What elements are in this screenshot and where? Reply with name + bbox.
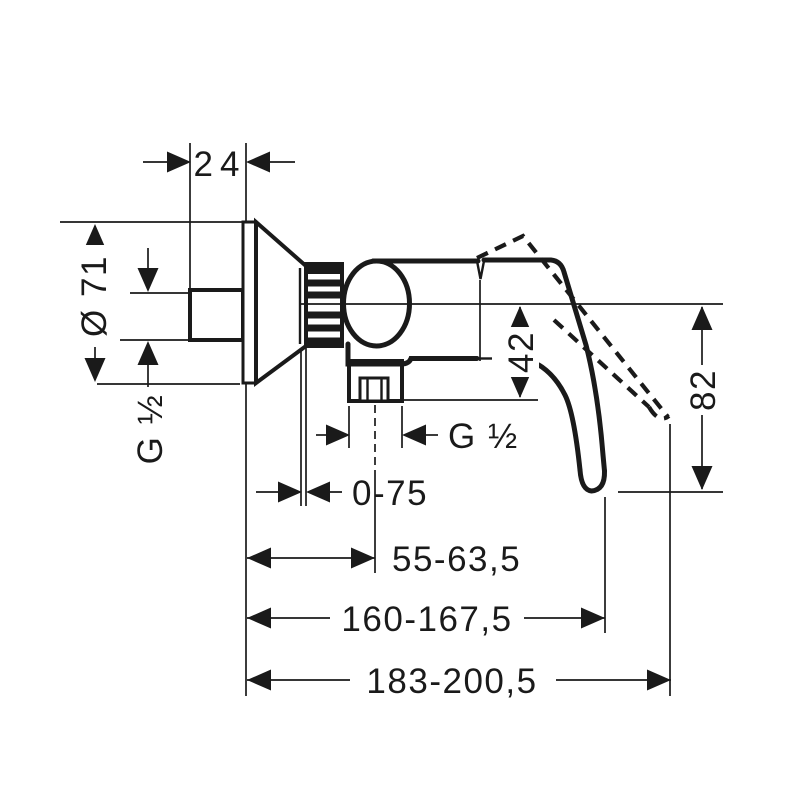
dim-label-g-half-inlet: G ½ [131,394,170,465]
dim-label-55-63-5: 55-63,5 [392,540,521,579]
dimension-55-63-5: 55-63,5 [247,540,521,579]
dim-label-183-200-5: 183-200,5 [366,662,537,701]
knurled-nut [304,262,344,348]
handle-alt-position-dashed [476,233,671,421]
dimension-160-167-5: 160-167,5 [247,600,605,639]
dimension-nipple-24: 24 [143,145,295,184]
dim-label-24: 24 [194,145,247,184]
dim-label-42: 42 [502,331,541,373]
dimension-inlet-thread: G ½ [131,248,170,464]
dimension-center-to-handle-82: 82 [684,306,723,490]
valve-body [341,258,492,367]
supply-nipple [188,288,245,342]
outlet-connection [347,359,404,403]
dimension-center-to-outlet-42: 42 [502,306,541,398]
dimension-escutcheon-diameter: Ø 71 [75,224,114,382]
escutcheon [241,217,308,387]
dimension-outlet-thread: G ½ [316,417,519,456]
dim-label-82: 82 [684,369,723,411]
dim-label-g-half-outlet: G ½ [448,417,519,456]
dimension-183-200-5: 183-200,5 [247,662,671,701]
dim-label-160-167-5: 160-167,5 [341,600,512,639]
dim-label-diameter-71: Ø 71 [75,255,114,337]
handle-notch [475,260,486,280]
dimension-adjustment-0-75: 0-75 [256,474,428,513]
dim-label-0-75: 0-75 [352,474,428,513]
